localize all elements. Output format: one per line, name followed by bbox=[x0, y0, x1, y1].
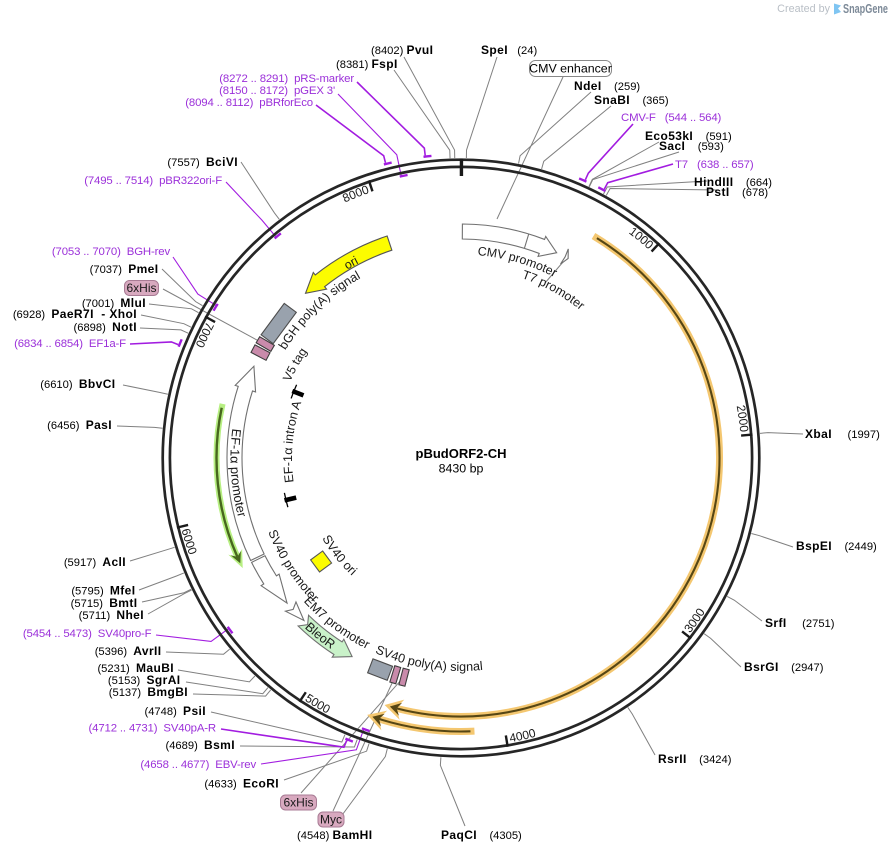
svg-text:(5396) AvrII: (5396) AvrII bbox=[95, 644, 162, 658]
svg-text:SpeI (24): SpeI (24) bbox=[481, 43, 537, 57]
svg-text:(5917) AclI: (5917) AclI bbox=[64, 555, 126, 569]
svg-text:(7053 .. 7070) BGH-rev: (7053 .. 7070) BGH-rev bbox=[52, 246, 171, 258]
svg-text:BspEI (2449): BspEI (2449) bbox=[796, 539, 877, 553]
svg-text:(8150 .. 8172) pGEX 3': (8150 .. 8172) pGEX 3' bbox=[219, 85, 335, 97]
svg-text:(8094 .. 8112) pBRforEco: (8094 .. 8112) pBRforEco bbox=[185, 97, 313, 109]
svg-text:(7495 .. 7514) pBR322ori-F: (7495 .. 7514) pBR322ori-F bbox=[84, 175, 222, 187]
svg-text:(5454 .. 5473) SV40pro-F: (5454 .. 5473) SV40pro-F bbox=[23, 628, 152, 640]
svg-text:(4689) BsmI: (4689) BsmI bbox=[165, 738, 235, 752]
svg-text:(8381) FspI: (8381) FspI bbox=[336, 57, 398, 71]
svg-text:BsrGI (2947): BsrGI (2947) bbox=[744, 660, 824, 674]
svg-text:PstI (678): PstI (678) bbox=[706, 185, 768, 199]
svg-text:(4748) PsiI: (4748) PsiI bbox=[144, 704, 206, 718]
svg-text:PaqCI (4305): PaqCI (4305) bbox=[441, 828, 522, 842]
svg-text:(5137) BmgBI: (5137) BmgBI bbox=[109, 685, 188, 699]
svg-text:NdeI (259): NdeI (259) bbox=[574, 79, 640, 93]
svg-text:(4712 .. 4731) SV40pA-R: (4712 .. 4731) SV40pA-R bbox=[89, 723, 216, 735]
svg-text:SnaBI (365): SnaBI (365) bbox=[594, 93, 669, 107]
svg-text:(5711) NheI: (5711) NheI bbox=[79, 608, 144, 622]
svg-text:XbaI (1997): XbaI (1997) bbox=[805, 427, 880, 441]
svg-text:(4633) EcoRI: (4633) EcoRI bbox=[204, 777, 279, 791]
svg-text:SacI (593): SacI (593) bbox=[659, 139, 724, 153]
svg-text:SrfI (2751): SrfI (2751) bbox=[765, 616, 835, 630]
svg-text:(6834 .. 6854) EF1a-F: (6834 .. 6854) EF1a-F bbox=[14, 338, 126, 350]
svg-text:(6898) NotI: (6898) NotI bbox=[74, 320, 138, 334]
svg-text:(4548) BamHI: (4548) BamHI bbox=[297, 828, 372, 842]
svg-text:(4658 .. 4677) EBV-rev: (4658 .. 4677) EBV-rev bbox=[140, 759, 256, 771]
svg-text:CMV enhancer: CMV enhancer bbox=[529, 62, 612, 76]
svg-text:Created by: Created by bbox=[777, 3, 830, 15]
svg-text:(8272 .. 8291) pRS-marker: (8272 .. 8291) pRS-marker bbox=[219, 73, 354, 85]
svg-text:pBudORF2-CH: pBudORF2-CH bbox=[416, 446, 507, 461]
svg-text:CMV-F (544 .. 564): CMV-F (544 .. 564) bbox=[621, 112, 722, 124]
svg-text:(7557) BciVI: (7557) BciVI bbox=[167, 155, 238, 169]
svg-text:SnapGene: SnapGene bbox=[843, 2, 888, 16]
svg-text:(6456) PasI: (6456) PasI bbox=[47, 418, 112, 432]
svg-text:(8402) PvuI: (8402) PvuI bbox=[371, 43, 433, 57]
svg-text:6xHis: 6xHis bbox=[283, 796, 313, 810]
svg-text:(6928) PaeR7I - XhoI: (6928) PaeR7I - XhoI bbox=[13, 307, 137, 321]
svg-text:(6610) BbvCI: (6610) BbvCI bbox=[40, 377, 115, 391]
svg-text:8430 bp: 8430 bp bbox=[439, 462, 484, 476]
svg-text:Myc: Myc bbox=[320, 813, 342, 827]
svg-text:(7037) PmeI: (7037) PmeI bbox=[90, 262, 159, 276]
svg-text:T7 (638 .. 657): T7 (638 .. 657) bbox=[675, 159, 754, 171]
svg-text:RsrII (3424): RsrII (3424) bbox=[658, 752, 732, 766]
svg-text:6xHis: 6xHis bbox=[126, 281, 156, 295]
